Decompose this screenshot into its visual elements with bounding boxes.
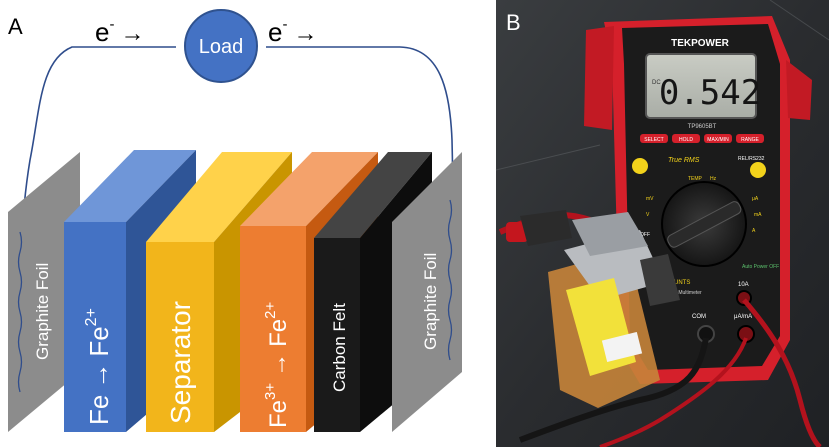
panel-a: A Load e-→ e-→ Graphite Foil Fe→Fe2+ [8,9,462,432]
graphite-left-label: Graphite Foil [33,263,52,360]
load-circle [184,9,258,83]
hold-button-label: HOLD [679,137,693,143]
anode-front [64,222,126,432]
red-test-lead [742,298,822,447]
holster-side-tab [584,26,614,130]
yellow-button-right[interactable] [750,162,766,178]
select-button-label: SELECT [644,137,663,143]
rotary-dial[interactable] [661,181,747,267]
dial-label-hz: Hz [710,176,717,182]
holster-side-tab [786,60,812,120]
dial-labels: TEMP Hz mV V OFF μA mA A [640,176,762,238]
hold-button[interactable] [672,134,700,143]
electron-right-label: e-→ [268,16,317,47]
alligator-clip-2 [640,254,680,306]
graphite-left-plate [8,152,80,432]
separator-label: Separator [165,301,196,424]
dial-label-temp: TEMP [688,176,703,182]
bench-line [769,0,829,41]
red-test-lead-2 [599,337,748,447]
lcd-display [645,53,757,119]
select-button[interactable] [640,134,668,143]
maxmin-button-label: MAX/MIN [707,137,729,143]
layer-graphite-left: Graphite Foil [8,152,80,432]
dial-pointer[interactable] [666,200,743,249]
graphite-left-wire [17,231,23,393]
jack-uama-label: μA/mA [734,314,752,320]
dial-label-ua: μA [752,196,759,202]
load: Load [184,9,258,83]
layer-graphite-right: Graphite Foil [392,152,462,432]
foil-tab-top [572,212,648,256]
probe-plug [506,222,528,242]
jack-10a-label: 10A [738,282,749,288]
panel-b: B TEKPOWER DC 0.542 TP9605BT SELECT HOLD [495,0,829,447]
lcd-unit-hint: DC [652,80,661,86]
battery-pouch [520,210,680,408]
dial-label-a: A [752,228,756,234]
range-button[interactable] [736,134,764,143]
carbon-felt-top [314,152,432,238]
dial-label-v: V [646,212,650,218]
cathode-front [240,226,306,432]
jack-com-label: COM [692,314,706,320]
graphite-right-plate [392,152,462,432]
lcd-reading: 0.542 [659,73,761,113]
electron-left-label: e-→ [95,16,144,47]
model-label: TP9605BT [688,124,717,130]
dial-label-off: OFF [640,232,650,238]
function-buttons: SELECT HOLD MAX/MIN RANGE [640,134,764,143]
separator-front [146,242,214,432]
true-rms-label: True RMS [668,157,700,164]
anode-top [64,150,196,222]
panel-b-label: B [506,10,521,35]
range-button-label: RANGE [741,137,759,143]
white-tape [601,331,643,363]
bench-line [495,144,601,171]
dial-label-ma: mA [754,212,762,218]
panel-a-label: A [8,14,23,39]
cathode-label: Fe3+→Fe2+ [262,302,292,428]
carbon-felt-label: Carbon Felt [330,303,349,392]
brand-label: TEKPOWER [671,38,730,49]
graphite-right-wire [447,199,453,361]
carbon-felt-front [314,238,360,432]
yellow-button-left[interactable] [632,158,648,174]
maxmin-button[interactable] [704,134,732,143]
rel-label: REL/RS232 [738,156,765,162]
auto-power-label: Auto Power OFF [742,264,779,270]
load-label: Load [199,36,244,58]
separator-top [146,152,292,242]
black-test-lead [518,337,709,443]
cathode-top [240,152,378,226]
dial-label-mv: mV [646,196,654,202]
alligator-clip [520,210,572,246]
anode-label: Fe→Fe2+ [83,308,114,425]
graphite-right-label: Graphite Foil [421,253,440,350]
